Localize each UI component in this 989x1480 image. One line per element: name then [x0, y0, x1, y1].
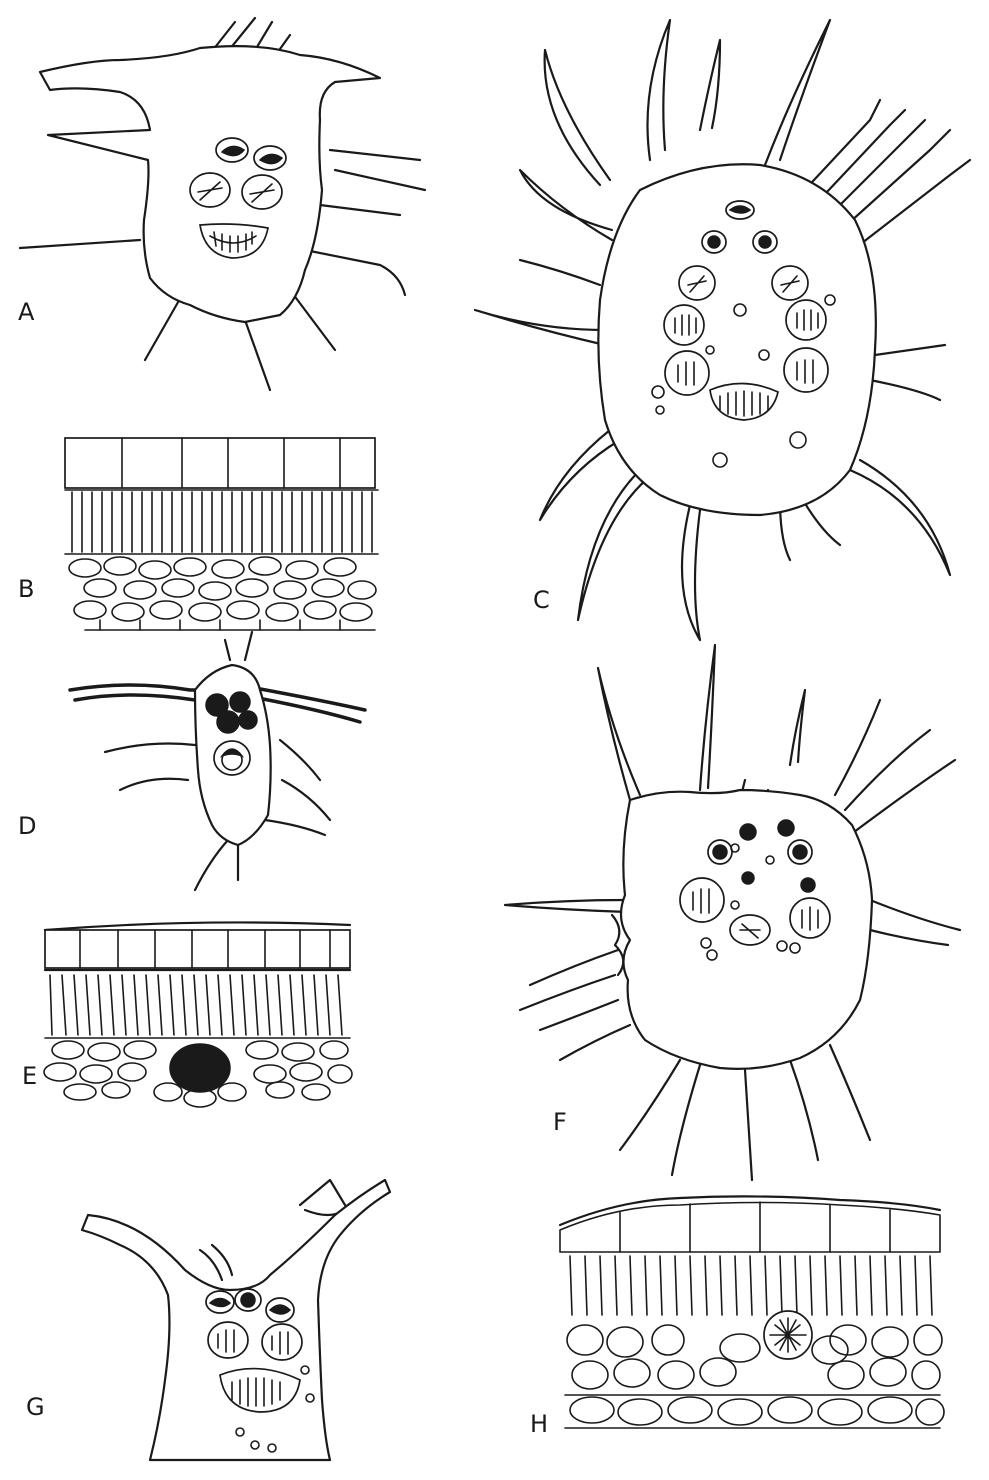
- panel-f-drawing: [505, 645, 960, 1180]
- panel-g-drawing: [82, 1180, 390, 1460]
- panel-b-drawing: [65, 438, 378, 630]
- panel-label-c: C: [533, 586, 550, 614]
- panel-label-a: A: [18, 298, 34, 326]
- panel-d-drawing: [70, 632, 365, 890]
- panel-e-drawing: [44, 922, 352, 1107]
- panel-a-drawing: [20, 18, 425, 390]
- panel-h-drawing: [560, 1196, 944, 1428]
- panel-label-d: D: [18, 812, 36, 840]
- panel-label-g: G: [26, 1393, 45, 1421]
- panel-label-f: F: [553, 1108, 567, 1136]
- panel-c-drawing: [475, 20, 970, 640]
- panel-label-h: H: [530, 1410, 548, 1438]
- panel-label-b: B: [18, 575, 34, 603]
- panel-label-e: E: [22, 1062, 37, 1090]
